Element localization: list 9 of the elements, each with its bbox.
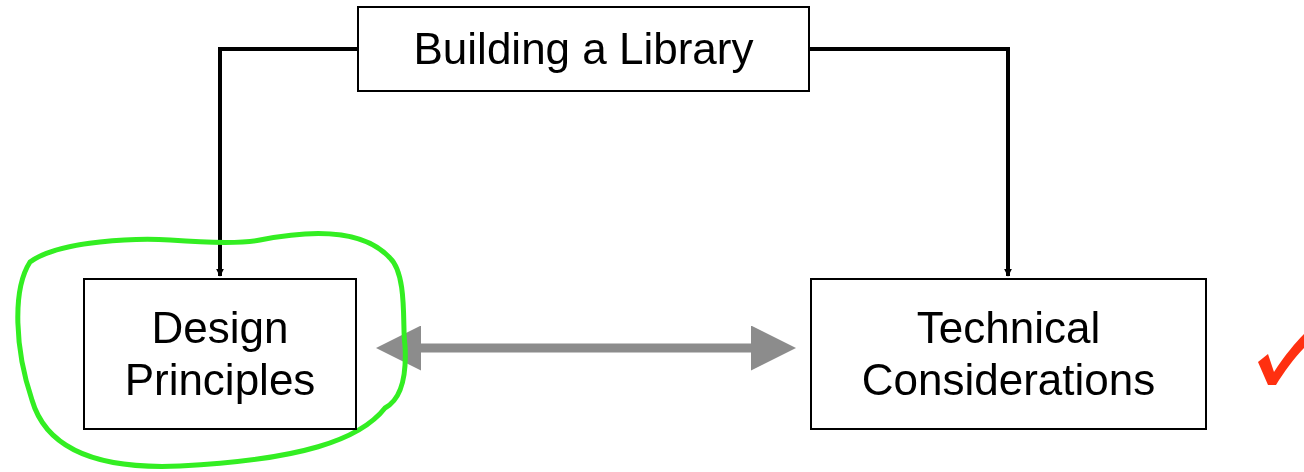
arrow [376,325,796,371]
box-label: Building a Library [412,23,755,75]
process-box [810,278,1207,430]
arrow [810,47,1012,277]
box-label: Technical Considerations [860,302,1157,406]
process-box [357,6,810,92]
arrow [216,47,357,277]
box-label: Design Principles [123,302,317,406]
process-box [83,278,357,430]
